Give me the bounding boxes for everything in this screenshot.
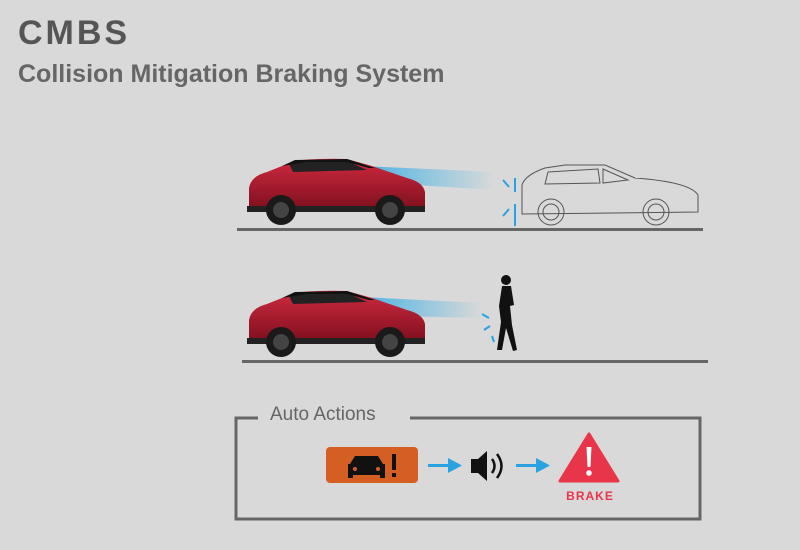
auto-actions-frame: [234, 416, 702, 521]
ground-line: [237, 228, 703, 231]
impact-marks: [481, 313, 495, 343]
page-subtitle: Collision Mitigation Braking System: [18, 60, 445, 88]
speaker-icon: [471, 451, 503, 481]
page-title: CMBS: [18, 14, 131, 52]
radar-beam: [362, 297, 482, 318]
impact-marks: [502, 178, 516, 226]
car-warning-icon: [326, 447, 418, 483]
warning-triangle-icon: [558, 432, 620, 483]
auto-actions-label: Auto Actions: [262, 404, 384, 426]
outline-car: [521, 164, 699, 226]
arrow-icon: [516, 458, 550, 473]
arrow-icon: [428, 458, 462, 473]
scene-car-ahead: [237, 158, 703, 231]
brake-label: BRAKE: [566, 489, 614, 503]
pedestrian-icon: [497, 275, 517, 351]
radar-beam: [362, 166, 495, 190]
ground-line: [242, 360, 708, 363]
scene-pedestrian: [242, 275, 708, 363]
